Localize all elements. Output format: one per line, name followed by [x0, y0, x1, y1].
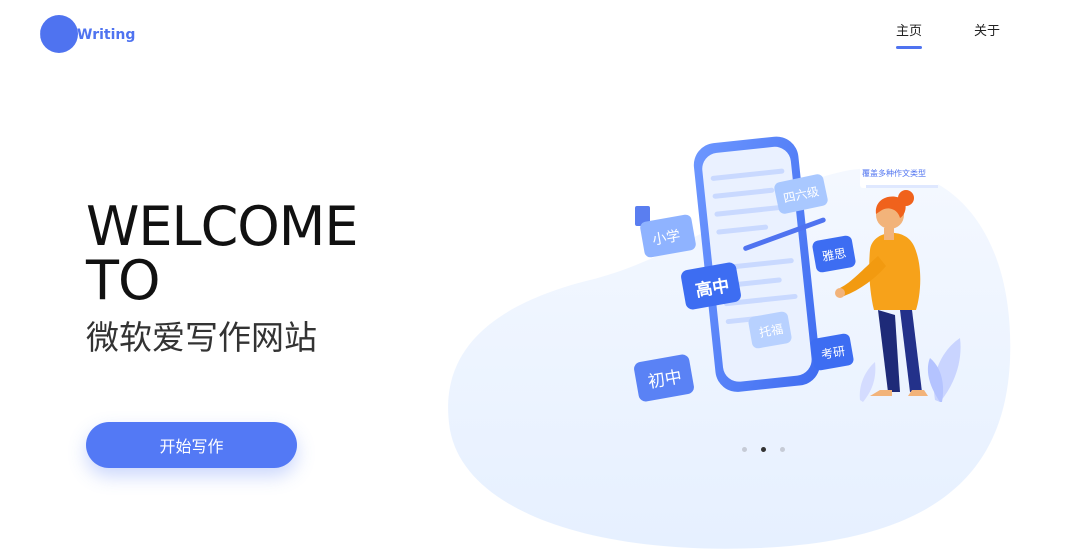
tag-card-toefl: 托福: [748, 311, 792, 349]
top-nav: 主页 关于: [895, 20, 1000, 49]
logo[interactable]: [40, 15, 78, 53]
small-plant-icon: [859, 362, 876, 402]
logo-aim-text: Aim: [11, 25, 42, 41]
tag-card-primary: 小学: [635, 206, 696, 258]
person-icon: [835, 190, 928, 396]
tag-kaoyan-label: 考研: [820, 344, 846, 362]
tag-card-ielts: 雅思: [812, 235, 856, 273]
tag-primary-label: 小学: [651, 228, 681, 249]
tag-card-highschool: 高中: [681, 262, 741, 310]
caption-tag-label: 覆盖多种作文类型: [862, 168, 926, 178]
hero-title: WELCOME TO: [86, 200, 359, 308]
tag-card-kaoyan: 考研: [810, 333, 854, 371]
hero-title-line2: TO: [86, 249, 160, 312]
logo-circle: [40, 15, 78, 53]
carousel-dot-1[interactable]: [742, 447, 747, 452]
logo-writing-text: Writing: [77, 27, 136, 43]
hero-subtitle: 微软爱写作网站: [86, 318, 317, 357]
tag-toefl-label: 托福: [758, 321, 784, 340]
hero-illustration: 四六级 小学 高中 雅思 托福 初中 考研 覆盖多种作文类型: [448, 136, 1011, 549]
nav-home[interactable]: 主页: [895, 20, 922, 49]
plant-icon: [927, 338, 961, 402]
carousel-dot-2[interactable]: [761, 447, 766, 452]
caption-tag: 覆盖多种作文类型: [860, 166, 938, 188]
tag-ielts-label: 雅思: [821, 245, 847, 264]
carousel-dots: [742, 447, 785, 452]
tag-card-middle: 初中: [634, 354, 694, 402]
carousel-dot-3[interactable]: [780, 447, 785, 452]
hero-title-line1: WELCOME: [86, 195, 359, 258]
start-writing-button[interactable]: 开始写作: [86, 422, 297, 468]
tag-card-cet: 四六级: [774, 174, 828, 214]
nav-about[interactable]: 关于: [973, 24, 1000, 39]
